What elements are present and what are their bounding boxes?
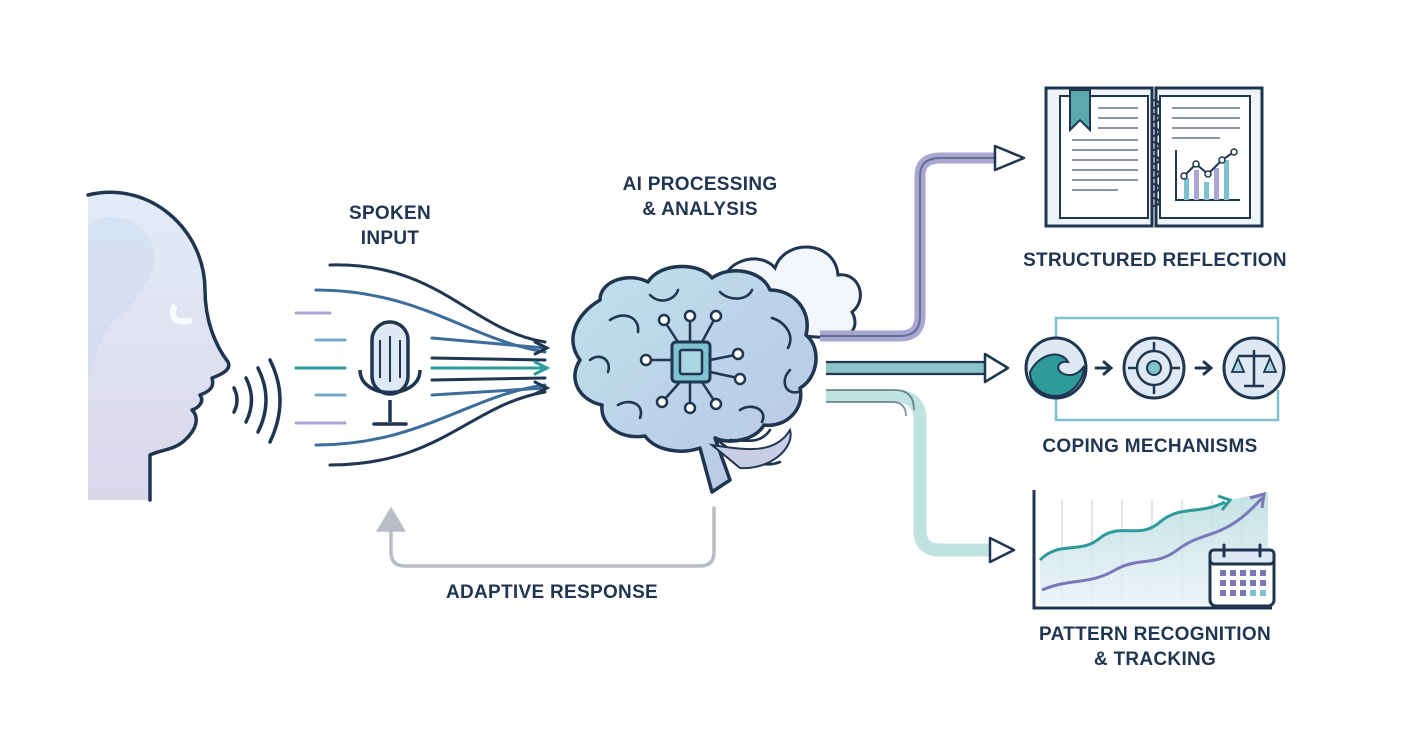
adaptive-response-label: ADAPTIVE RESPONSE xyxy=(445,582,659,603)
wave-icon xyxy=(1024,336,1088,400)
bookmark-icon xyxy=(1069,89,1091,133)
ai-processing-line1: AI PROCESSING xyxy=(622,174,778,195)
ai-processing-line2: & ANALYSIS xyxy=(642,199,758,220)
structured-reflection-label: STRUCTURED REFLECTION xyxy=(1023,250,1287,271)
open-book-icon xyxy=(1044,86,1264,228)
pattern-recognition-label: PATTERN RECOGNITION & TRACKING xyxy=(1010,622,1300,672)
ai-processing-label: AI PROCESSING & ANALYSIS xyxy=(600,172,800,222)
pattern-recognition-line2: & TRACKING xyxy=(1093,649,1217,670)
adaptive-response-loop xyxy=(375,506,716,568)
target-icon xyxy=(1122,336,1186,400)
chip-icon xyxy=(639,309,747,415)
coping-mechanisms-label: COPING MECHANISMS xyxy=(1042,436,1258,457)
sound-waves-icon xyxy=(232,358,282,444)
output-connectors xyxy=(820,144,1026,564)
input-flow-lines xyxy=(294,263,551,467)
balance-scale-icon xyxy=(1222,336,1286,400)
pattern-recognition-line1: PATTERN RECOGNITION xyxy=(1039,624,1271,645)
spoken-input-line1: SPOKEN xyxy=(348,203,432,224)
spoken-input-line2: INPUT xyxy=(360,228,420,249)
head-profile-icon xyxy=(86,190,231,502)
spoken-input-label: SPOKEN INPUT xyxy=(330,201,450,251)
calendar-icon xyxy=(1208,543,1276,608)
microphone-icon xyxy=(358,320,422,426)
coping-mechanisms-group xyxy=(1024,316,1286,422)
